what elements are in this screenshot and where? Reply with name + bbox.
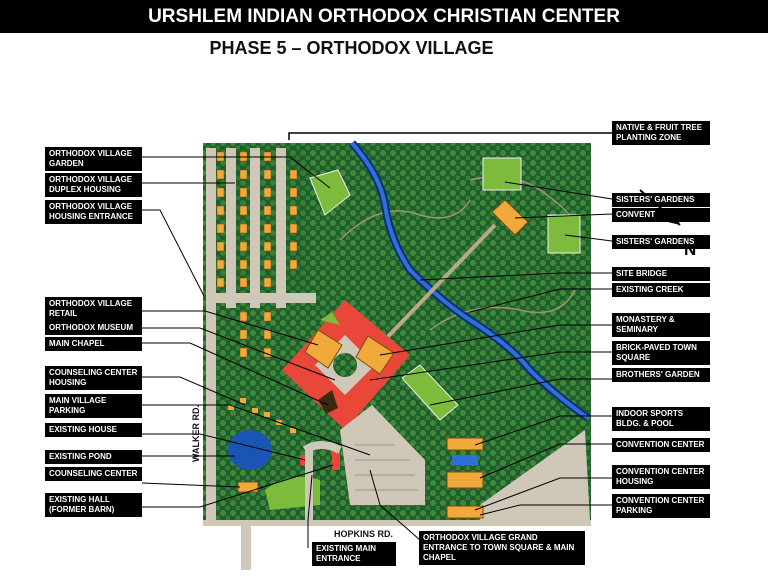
- label-counseling-center: COUNSELING CENTER: [45, 467, 142, 481]
- label-duplex-housing: ORTHODOX VILLAGE DUPLEX HOUSING: [45, 173, 142, 197]
- label-convention-housing: CONVENTION CENTER HOUSING: [612, 465, 710, 489]
- label-village-retail: ORTHODOX VILLAGE RETAIL: [45, 297, 142, 321]
- label-main-chapel: MAIN CHAPEL: [45, 337, 142, 351]
- label-village-parking: MAIN VILLAGE PARKING: [45, 394, 142, 418]
- label-monastery: MONASTERY & SEMINARY: [612, 313, 710, 337]
- label-village-garden: ORTHODOX VILLAGE GARDEN: [45, 147, 142, 171]
- label-brothers-garden: BROTHERS' GARDEN: [612, 368, 710, 382]
- monastery-building: [355, 335, 395, 375]
- label-existing-hall: EXISTING HALL (FORMER BARN): [45, 493, 142, 517]
- label-town-square: BRICK-PAVED TOWN SQUARE: [612, 341, 710, 365]
- label-existing-house: EXISTING HOUSE: [45, 423, 142, 437]
- main-village-parking: [340, 405, 425, 505]
- label-housing-entrance: ORTHODOX VILLAGE HOUSING ENTRANCE: [45, 200, 142, 224]
- label-museum: ORTHODOX MUSEUM: [45, 321, 142, 335]
- label-counseling-housing: COUNSELING CENTER HOUSING: [45, 366, 142, 390]
- village-garden: [309, 169, 351, 216]
- label-sports-pool: INDOOR SPORTS BLDG. & POOL: [612, 407, 710, 431]
- walker-road-label: WALKER RD.: [191, 405, 201, 462]
- convention-center: [446, 471, 484, 489]
- hopkins-road: [203, 520, 591, 526]
- site-bridge-path: [373, 223, 497, 352]
- convention-center-housing: [446, 505, 484, 519]
- label-sisters-gardens-2: SISTERS' GARDENS: [612, 235, 710, 249]
- page-subtitle: PHASE 5 – ORTHODOX VILLAGE: [209, 38, 494, 58]
- page-title: URSHLEM INDIAN ORTHODOX CHRISTIAN CENTER: [148, 5, 620, 27]
- brothers-garden: [401, 364, 459, 421]
- title-bar: URSHLEM INDIAN ORTHODOX CHRISTIAN CENTER: [0, 0, 768, 33]
- label-main-entrance: EXISTING MAIN ENTRANCE: [312, 542, 396, 566]
- main-chapel: [318, 390, 338, 414]
- sisters-garden-2: [547, 214, 581, 254]
- label-convent: CONVENT: [612, 208, 710, 222]
- sisters-garden-1: [482, 157, 522, 191]
- existing-hall: [332, 448, 340, 470]
- label-planting-zone: NATIVE & FRUIT TREE PLANTING ZONE: [612, 121, 710, 145]
- indoor-sports-building: [446, 437, 484, 451]
- retail-building: [304, 329, 343, 369]
- label-sisters-gardens-1: SISTERS' GARDENS: [612, 193, 710, 207]
- existing-pond: [228, 430, 272, 470]
- counseling-center: [237, 481, 259, 493]
- label-existing-pond: EXISTING POND: [45, 450, 142, 464]
- label-existing-creek: EXISTING CREEK: [612, 283, 710, 297]
- pool: [452, 455, 478, 465]
- hopkins-road-label: HOPKINS RD.: [334, 529, 394, 539]
- label-convention-center: CONVENTION CENTER: [612, 438, 710, 452]
- label-grand-entrance: ORTHODOX VILLAGE GRAND ENTRANCE TO TOWN …: [419, 531, 585, 565]
- label-convention-parking: CONVENTION CENTER PARKING: [612, 494, 710, 518]
- convent: [491, 199, 529, 236]
- label-site-bridge: SITE BRIDGE: [612, 267, 710, 281]
